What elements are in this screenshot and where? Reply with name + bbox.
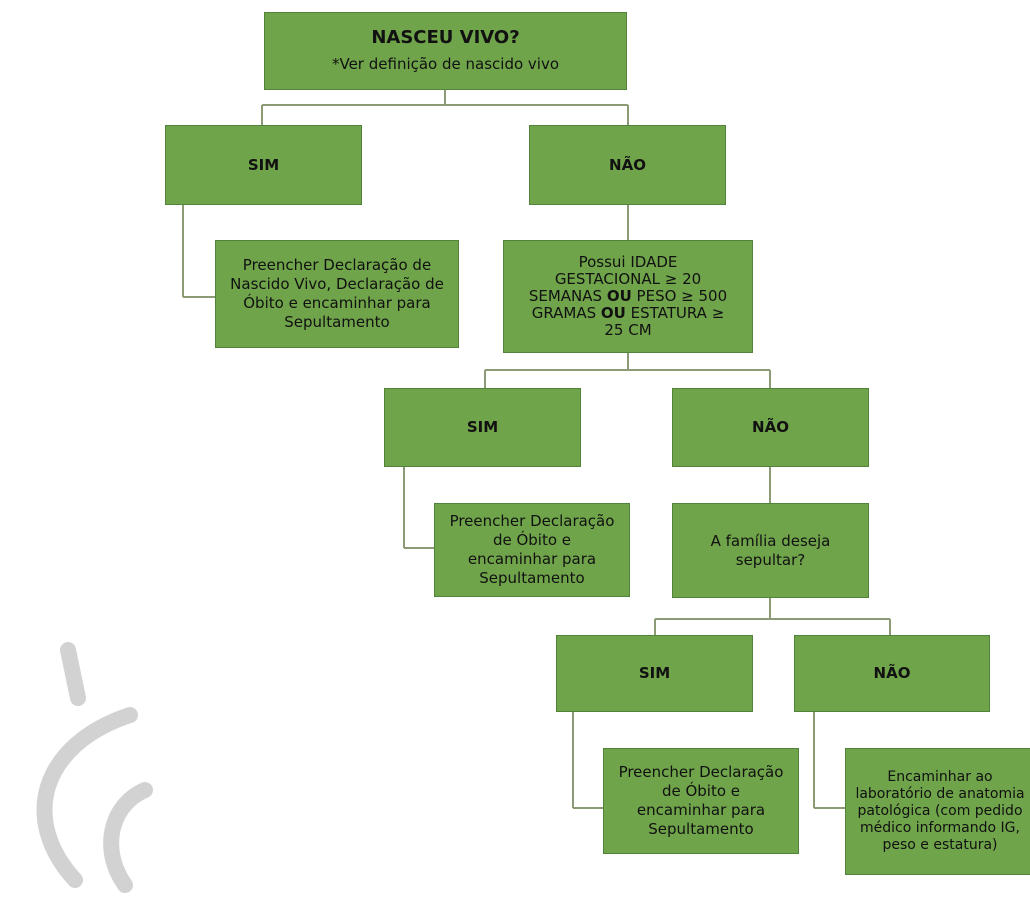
level1-sim-box: SIM bbox=[165, 125, 362, 205]
level2-sim-action-text: Preencher Declaração de Óbito e encaminh… bbox=[449, 512, 615, 587]
root-question-box: NASCEU VIVO? *Ver definição de nascido v… bbox=[264, 12, 627, 90]
level1-nao-question-box: Possui IDADE GESTACIONAL ≥ 20 SEMANAS OU… bbox=[503, 240, 753, 353]
level1-sim-action-text: Preencher Declaração de Nascido Vivo, De… bbox=[230, 256, 444, 331]
level2-sim-box: SIM bbox=[384, 388, 581, 467]
level2-nao-question-text: A família deseja sepultar? bbox=[710, 531, 831, 569]
level3-nao-box: NÃO bbox=[794, 635, 990, 712]
level2-sim-action-box: Preencher Declaração de Óbito e encaminh… bbox=[434, 503, 630, 597]
level1-nao-label: NÃO bbox=[609, 155, 646, 174]
level1-sim-label: SIM bbox=[247, 155, 280, 174]
question-line-2: GESTACIONAL ≥ 20 bbox=[554, 270, 702, 288]
level2-nao-label: NÃO bbox=[752, 418, 789, 436]
question-line-1: Possui IDADE bbox=[578, 253, 678, 271]
root-question-title: NASCEU VIVO? bbox=[371, 27, 520, 48]
level3-sim-label: SIM bbox=[638, 664, 671, 682]
level2-nao-box: NÃO bbox=[672, 388, 869, 467]
level3-nao-label: NÃO bbox=[873, 664, 911, 682]
level3-sim-action-box: Preencher Declaração de Óbito e encaminh… bbox=[603, 748, 799, 854]
question-line-4: GRAMAS OU ESTATURA ≥ bbox=[531, 304, 725, 322]
level1-sim-action-box: Preencher Declaração de Nascido Vivo, De… bbox=[215, 240, 459, 348]
question-line-3: SEMANAS OU PESO ≥ 500 bbox=[528, 287, 728, 305]
level3-nao-action-text: Encaminhar ao laboratório de anatomia pa… bbox=[855, 769, 1025, 853]
level1-nao-box: NÃO bbox=[529, 125, 726, 205]
question-line-5: 25 CM bbox=[604, 321, 652, 339]
level3-nao-action-box: Encaminhar ao laboratório de anatomia pa… bbox=[845, 748, 1030, 875]
level2-nao-question-box: A família deseja sepultar? bbox=[672, 503, 869, 598]
level3-sim-box: SIM bbox=[556, 635, 753, 712]
level3-sim-action-text: Preencher Declaração de Óbito e encaminh… bbox=[618, 763, 784, 838]
level2-sim-label: SIM bbox=[466, 418, 499, 436]
root-question-note: *Ver definição de nascido vivo bbox=[331, 55, 560, 73]
